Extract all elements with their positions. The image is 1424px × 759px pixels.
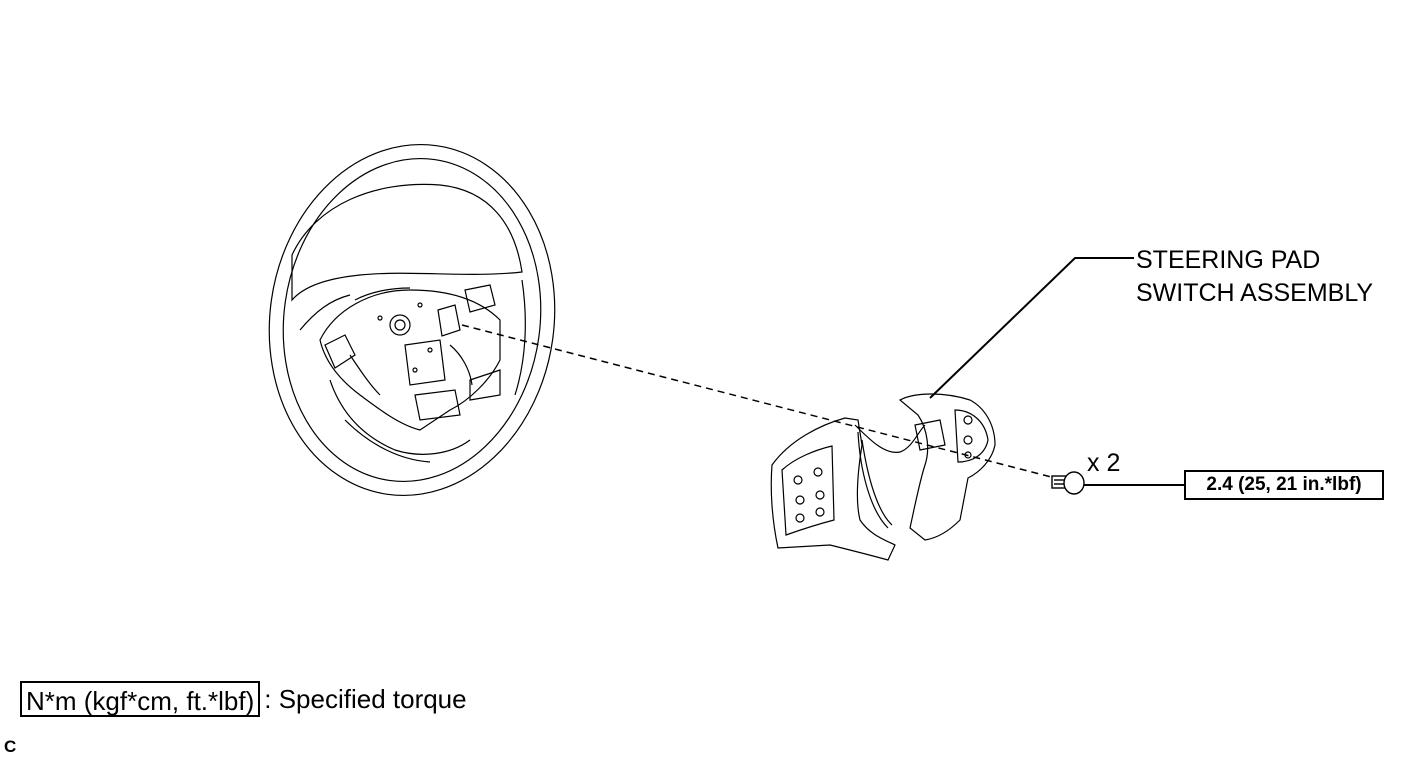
guide-line [461,324,1056,479]
legend-description: : Specified torque [264,683,467,714]
torque-value-box: 2.4 (25, 21 in.*lbf) [1184,470,1384,500]
part-label-line1: STEERING PAD [1136,246,1321,274]
steering-wheel-icon [268,143,556,497]
quantity-label: x 2 [1087,449,1121,477]
part-label: STEERING PAD SWITCH ASSEMBLY [1136,244,1373,310]
part-label-line2: SWITCH ASSEMBLY [1136,279,1374,307]
legend-unit-box: N*m (kgf*cm, ft.*lbf) [20,681,261,717]
screw-icon [1051,471,1085,495]
switch-assembly-icon [770,393,996,561]
figure-code: C [4,737,17,756]
part-leader-line [929,257,1134,399]
torque-legend: N*m (kgf*cm, ft.*lbf) : Specified torque [20,681,467,717]
